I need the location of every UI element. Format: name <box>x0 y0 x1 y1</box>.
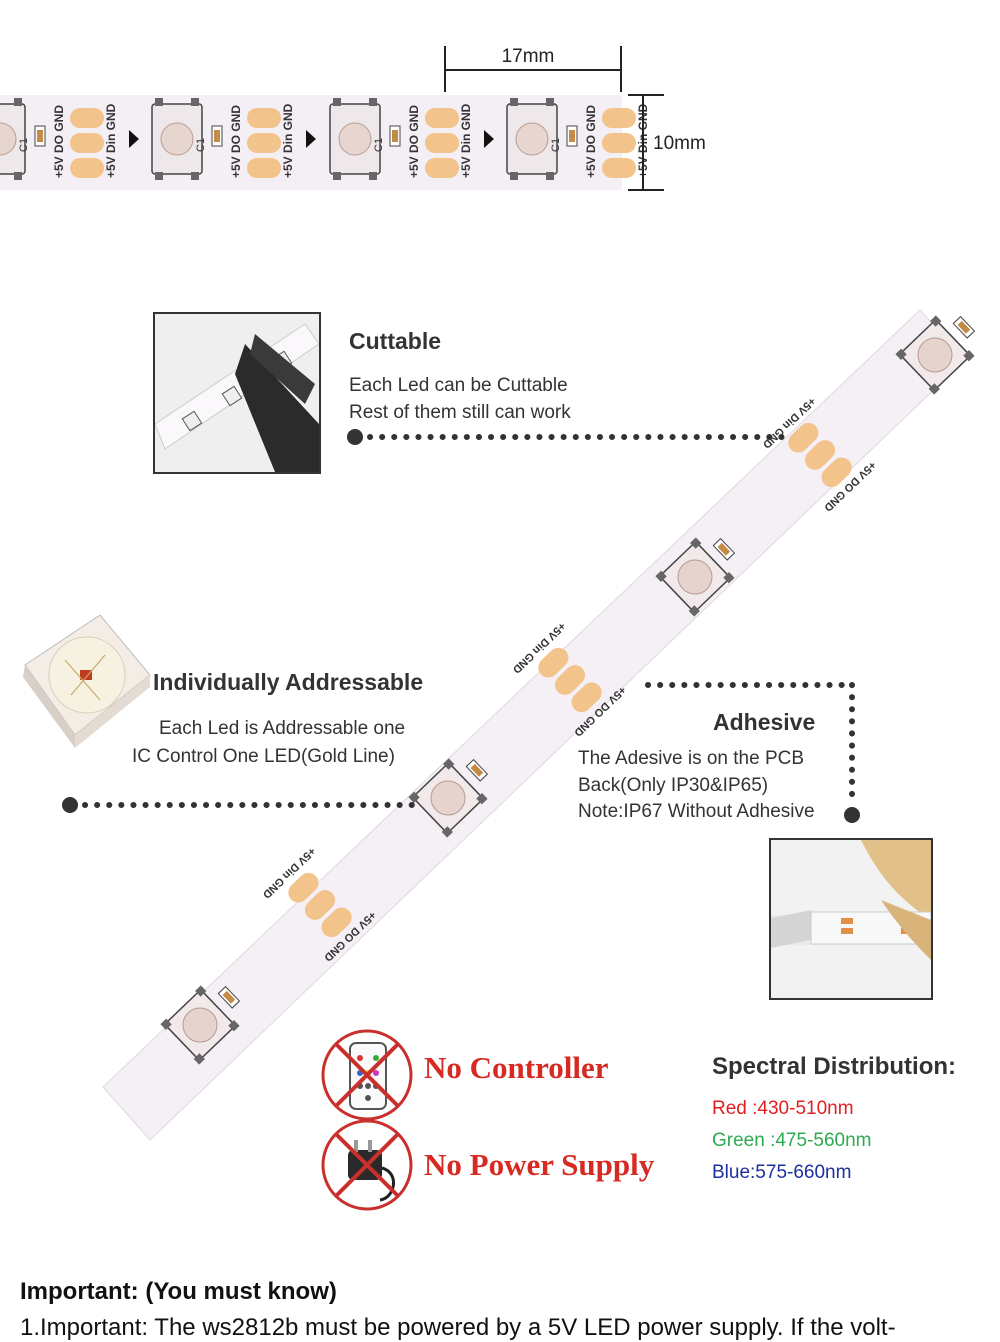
svg-text:C1: C1 <box>18 138 30 152</box>
important-line-1: 1.Important: The ws2812b must be powered… <box>20 1314 896 1341</box>
adhesive-line-1: The Adesive is on the PCB <box>578 748 805 769</box>
important-title: Important: (You must know) <box>20 1278 337 1305</box>
width-dimension: 17mm <box>444 46 622 92</box>
diagonal-led-unit <box>895 315 976 395</box>
cuttable-photo <box>153 312 321 474</box>
svg-text:+5V DO GND: +5V DO GND <box>584 105 598 178</box>
svg-text:+5V Din GND: +5V Din GND <box>104 103 118 178</box>
spectral-red: Red :430-510nm <box>712 1098 854 1119</box>
addressable-title: Individually Addressable <box>153 669 424 695</box>
top-led-strip-diagram: C1 +5V DO GND +5V Din GND C1 +5V DO GND +5V D… <box>0 46 706 191</box>
height-dimension: 10mm <box>628 94 706 191</box>
diagonal-led-unit <box>408 758 489 838</box>
adhesive-title: Adhesive <box>713 709 816 735</box>
no-power-supply-label: No Power Supply <box>424 1147 655 1182</box>
svg-text:+5V Din GND: +5V Din GND <box>459 103 473 178</box>
spectral-blue: Blue:575-660nm <box>712 1162 852 1183</box>
diagonal-led-strip: +5V Din GND+5V DO GND+5V Din GND+5V DO G… <box>102 309 976 1141</box>
spectral-green: Green :475-560nm <box>712 1130 872 1151</box>
strip-led-unit: C1 +5V DO GND +5V Din GND <box>329 98 494 180</box>
svg-text:+5V Din GND: +5V Din GND <box>281 103 295 178</box>
spectral-title: Spectral Distribution: <box>712 1053 957 1080</box>
svg-text:C1: C1 <box>195 138 207 152</box>
svg-text:C1: C1 <box>373 138 385 152</box>
adhesive-line-2: Back(Only IP30&IP65) <box>578 775 769 796</box>
strip-led-unit: C1 +5V DO GND +5V Din GND <box>151 98 316 180</box>
addressable-line-2: IC Control One LED(Gold Line) <box>132 746 395 767</box>
width-label: 17mm <box>502 46 555 67</box>
adhesive-photo <box>769 838 933 1000</box>
diagonal-led-unit <box>160 985 241 1065</box>
no-power-supply-icon <box>321 1119 413 1211</box>
cuttable-title: Cuttable <box>349 328 441 354</box>
svg-text:+5V DO GND: +5V DO GND <box>52 105 66 178</box>
adhesive-line-3: Note:IP67 Without Adhesive <box>578 801 815 822</box>
svg-text:C1: C1 <box>550 138 562 152</box>
cuttable-line-2: Rest of them still can work <box>349 402 571 423</box>
svg-text:+5V DO GND: +5V DO GND <box>407 105 421 178</box>
addressable-line-1: Each Led is Addressable one <box>159 718 406 739</box>
no-controller-icon <box>321 1029 413 1121</box>
cuttable-line-1: Each Led can be Cuttable <box>349 375 568 396</box>
diagonal-led-unit <box>655 537 736 617</box>
led-chip-image <box>23 614 151 748</box>
no-controller-label: No Controller <box>424 1050 609 1085</box>
svg-text:+5V DO GND: +5V DO GND <box>229 105 243 178</box>
strip-led-unit: C1 +5V DO GND +5V Din GND <box>0 98 139 180</box>
height-label: 10mm <box>653 133 706 154</box>
